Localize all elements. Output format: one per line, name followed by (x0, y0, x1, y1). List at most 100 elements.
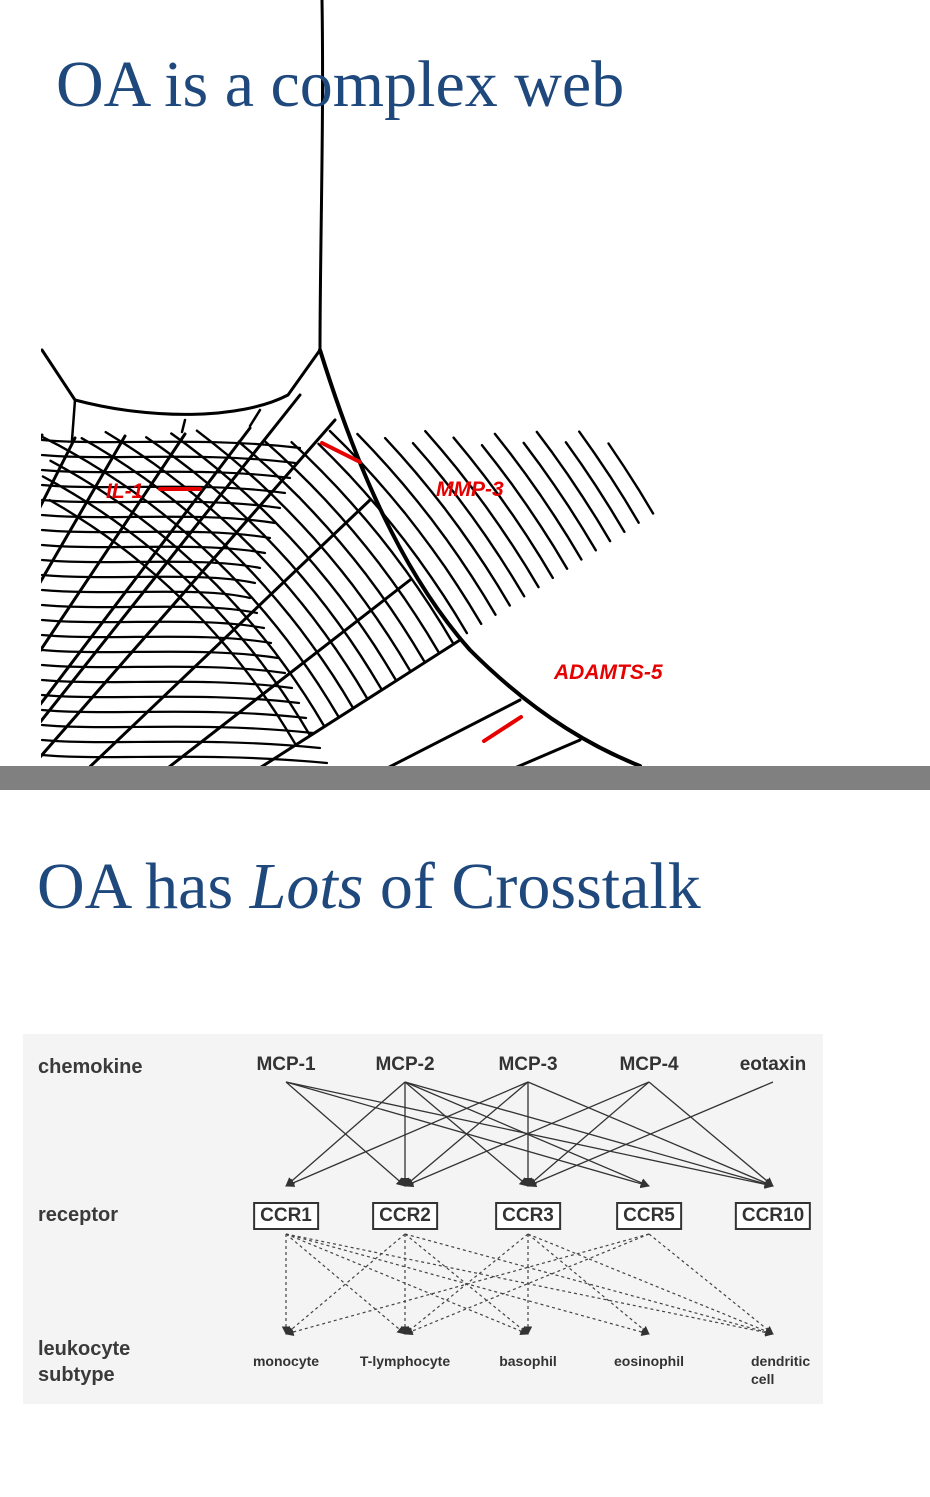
edge-mcp-3-to-ccr2 (404, 1081, 529, 1187)
web-spiral-thread (195, 429, 411, 672)
chemokine-mcp-2: MCP-2 (375, 1054, 435, 1075)
web-ring-thread (40, 453, 297, 465)
web-spiral-thread (411, 442, 526, 598)
web-spiral-thread (452, 436, 554, 580)
web-ring-thread (40, 633, 273, 645)
web-frame-top (40, 348, 322, 416)
web-left-margin (0, 0, 41, 766)
chemokine-mcp-4: MCP-4 (619, 1054, 679, 1075)
web-ring-thread (40, 723, 315, 735)
leukocyte-t-lymphocyte: T-lymphocyte (359, 1353, 451, 1369)
web-ring-thread (40, 603, 259, 615)
chemokine-network-diagram: chemokine receptor leukocyte subtype MCP… (23, 1034, 823, 1404)
slide-crosstalk: OA has Lots of Crosstalk chemokine recep… (0, 790, 930, 1497)
edge-ccr5-to-t-lymphocyte (404, 1233, 650, 1336)
edge-mcp-1-to-ccr10 (285, 1081, 774, 1189)
edge-mcp-4-to-ccr3 (527, 1081, 650, 1187)
edge-eotaxin-to-ccr3 (527, 1081, 774, 1187)
web-spiral-thread (170, 432, 397, 681)
web-ring-thread (40, 468, 292, 480)
web-ring-thread (40, 438, 302, 450)
edge-ccr2-to-monocyte (285, 1233, 406, 1335)
title-part-2: of Crosstalk (363, 850, 701, 923)
slide-divider (0, 766, 930, 790)
receptor-ccr10: CCR10 (734, 1202, 812, 1230)
mmp3-label: MMP-3 (436, 478, 504, 501)
web-spiral-thread (424, 430, 540, 589)
mmp3-marker (320, 441, 362, 464)
slide1-title: OA is a complex web (56, 48, 625, 121)
title-part-1: OA has (37, 850, 250, 923)
slide-complex-web: OA is a complex web IL-1 MMP-3 ADAMTS-5 (0, 0, 663, 766)
receptor-ccr5: CCR5 (616, 1202, 682, 1230)
web-ring-thread (40, 693, 301, 705)
web-ring-thread (40, 543, 267, 555)
web-spiral-thread (41, 435, 340, 718)
web-anchor-thread (318, 0, 325, 352)
title-emphasis: Lots (249, 850, 364, 923)
row-label-receptor: receptor (38, 1204, 119, 1226)
web-ring-thread (40, 738, 322, 750)
spider-web-illustration (0, 0, 655, 766)
web-spiral-thread (522, 441, 597, 552)
leukocyte-monocyte: monocyte (252, 1353, 320, 1369)
row-label-leukocyte: leukocyte subtype (38, 1336, 130, 1388)
web-spiral-thread (480, 444, 569, 570)
il1-label: IL-1 (106, 480, 144, 503)
web-spoke (88, 498, 372, 766)
web-spiral-thread (564, 441, 626, 534)
web-ring-thread (40, 588, 252, 600)
slide2-title: OA has Lots of Crosstalk (37, 854, 701, 920)
web-ring-thread (40, 663, 287, 675)
web-spiral-thread (48, 498, 297, 745)
row-label-chemokine: chemokine (38, 1056, 143, 1078)
edge-mcp-2-to-ccr1 (285, 1081, 406, 1187)
adamts5-label: ADAMTS-5 (554, 661, 663, 684)
web-spiral-thread (317, 442, 469, 635)
leukocyte-basophil: basophil (499, 1353, 557, 1369)
web-ring-thread (40, 513, 277, 525)
web-frame-strand (248, 408, 262, 428)
network-edges (281, 1081, 774, 1337)
web-ring-thread (40, 648, 280, 660)
edge-ccr5-to-dendritic-cell (648, 1233, 774, 1335)
edge-ccr3-to-eosinophil (527, 1233, 650, 1335)
web-ring-thread (40, 483, 287, 495)
web-ring-thread (40, 753, 329, 765)
web-spiral-thread (535, 430, 612, 543)
edge-mcp-4-to-ccr2 (404, 1081, 650, 1187)
edge-ccr1-to-basophil (285, 1233, 529, 1335)
web-spiral-thread (607, 442, 655, 515)
web-spiral-thread (104, 430, 368, 699)
row-label-leukocyte-line2: subtype (38, 1364, 115, 1386)
web-ring-thread (40, 678, 294, 690)
web-frame-strand (180, 418, 187, 434)
chemokine-mcp-3: MCP-3 (498, 1054, 558, 1075)
web-ring-thread (40, 528, 272, 540)
web-ring-thread (40, 708, 308, 720)
web-spiral-thread (237, 440, 426, 662)
row-label-leukocyte-line1: leukocyte (38, 1338, 131, 1360)
web-ring-thread (40, 618, 266, 630)
edge-ccr3-to-t-lymphocyte (404, 1233, 529, 1335)
web-spiral-thread (356, 432, 497, 616)
chemokine-mcp-1: MCP-1 (256, 1054, 316, 1075)
web-spiral-thread (263, 440, 440, 653)
edge-mcp-4-to-ccr10 (648, 1081, 774, 1187)
web-spiral-thread (41, 475, 311, 736)
receptor-ccr1: CCR1 (253, 1202, 319, 1230)
web-spiral-thread (493, 432, 583, 561)
edge-ccr5-to-monocyte (285, 1233, 650, 1337)
web-ring-thread (40, 558, 262, 570)
web-spoke (388, 698, 522, 766)
web-ring-thread (40, 573, 257, 585)
web-frame-curve (318, 348, 642, 766)
web-spiral-thread (49, 459, 325, 727)
chemokine-eotaxin: eotaxin (739, 1054, 807, 1075)
edge-ccr1-to-t-lymphocyte (285, 1233, 406, 1335)
edge-ccr3-to-dendritic-cell (527, 1233, 774, 1336)
web-spiral-thread (578, 430, 640, 524)
web-ring-thread (40, 498, 282, 510)
web-spoke (259, 638, 462, 766)
edge-mcp-3-to-ccr1 (285, 1081, 529, 1187)
